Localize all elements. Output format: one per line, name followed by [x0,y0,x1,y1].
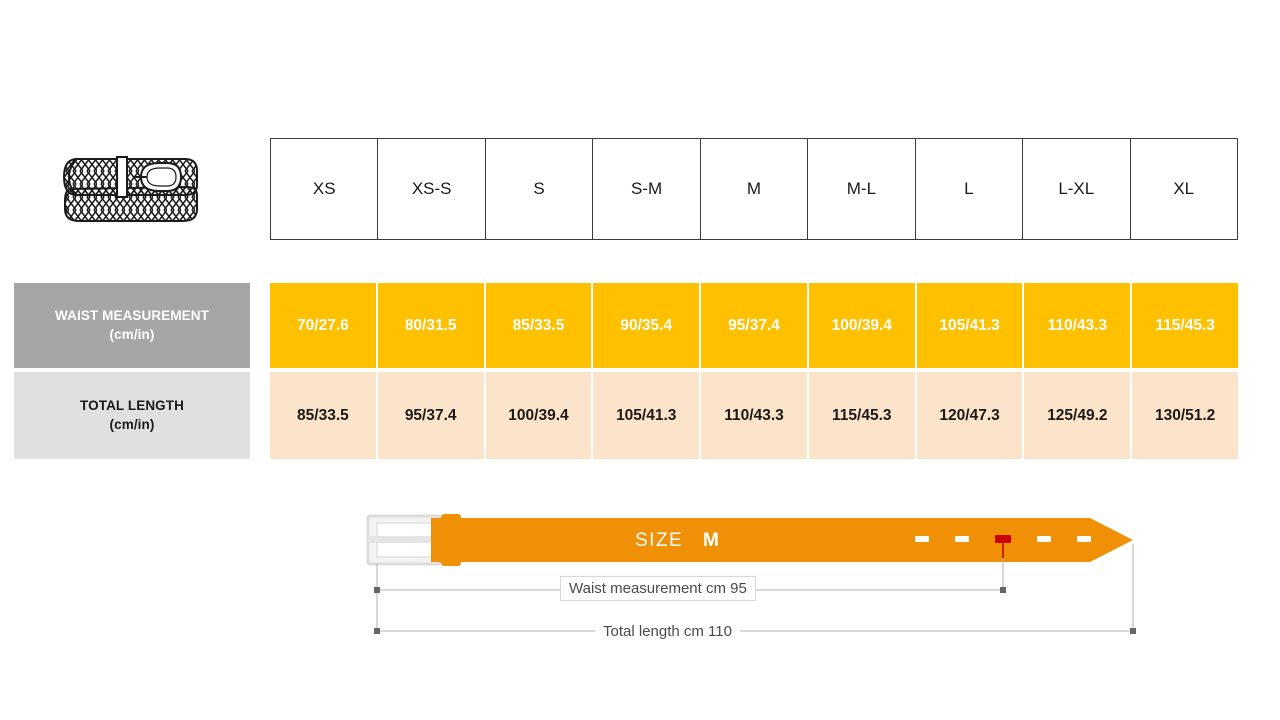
total-length-value-l: 120/47.3 [916,372,1025,459]
size-header-cell-xs-s: XS-S [377,138,486,240]
waist-value-xs-s: 80/31.5 [377,283,486,368]
total-length-label-unit: (cm/in) [109,416,155,432]
belt-size-word: SIZE [635,530,684,551]
size-header-cell-m: M [699,138,809,240]
waist-label-unit: (cm/in) [109,326,155,342]
size-header-cell-xl: XL [1129,138,1238,240]
belt-hole-2 [955,536,969,542]
waist-value-cells: 70/27.6 80/31.5 85/33.5 90/35.4 95/37.4 … [270,283,1239,368]
total-length-value-m-l: 115/45.3 [808,372,917,459]
total-length-value-xl: 130/51.2 [1132,372,1239,459]
total-length-value-xs-s: 95/37.4 [377,372,486,459]
waist-value-s-m: 90/35.4 [593,283,702,368]
waist-value-m: 95/37.4 [701,283,809,368]
belt-diagram-svg [366,514,1136,634]
size-header-cell-s: S [484,138,594,240]
total-length-dimension-label: Total length cm 110 [595,620,740,643]
length-dim-tick-left [374,628,380,634]
size-header-cell-l: L [914,138,1024,240]
waist-dimension-label: Waist measurement cm 95 [560,576,756,601]
belt-hole-5 [1077,536,1091,542]
waist-value-l: 105/41.3 [916,283,1025,368]
size-header-cell-xs: XS [269,138,379,240]
size-header-cell-m-l: M-L [807,138,916,240]
size-header-table: XS XS-S S S-M M M-L L L-XL XL [269,138,1238,240]
braided-belt-illustration [62,156,198,222]
waist-value-xs: 70/27.6 [270,283,378,368]
total-length-value-m: 110/43.3 [701,372,809,459]
waist-value-xl: 115/45.3 [1132,283,1239,368]
total-length-value-cells: 85/33.5 95/37.4 100/39.4 105/41.3 110/43… [270,372,1239,459]
waist-value-s: 85/33.5 [485,283,594,368]
total-length-value-l-xl: 125/49.2 [1024,372,1133,459]
length-dim-tick-right [1130,628,1136,634]
belt-size-value: M [703,530,719,551]
belt-buckle-icon [366,514,448,566]
waist-measurement-row: WAIST MEASUREMENT (cm/in) 70/27.6 80/31.… [14,283,1239,368]
waist-value-m-l: 100/39.4 [808,283,917,368]
braided-belt-icon [55,145,215,235]
waist-label-title: WAIST MEASUREMENT [55,308,209,324]
total-length-value-s-m: 105/41.3 [593,372,702,459]
total-length-row: TOTAL LENGTH (cm/in) 85/33.5 95/37.4 100… [14,372,1239,459]
size-header-cell-l-xl: L-XL [1022,138,1131,240]
belt-strap [431,518,1133,562]
belt-hole-1 [915,536,929,542]
waist-dim-tick-right [1000,587,1006,593]
waist-dim-tick-left [374,587,380,593]
total-length-value-xs: 85/33.5 [270,372,378,459]
waist-measurement-label: WAIST MEASUREMENT (cm/in) [14,283,250,368]
size-header-row: XS XS-S S S-M M M-L L L-XL XL [269,138,1238,240]
total-length-label: TOTAL LENGTH (cm/in) [14,372,250,459]
belt-diagram-labels: SIZE M Waist measurement cm 95 Total len… [355,498,1155,648]
belt-hole-4 [1037,536,1051,542]
belt-hole-3-highlighted [995,535,1011,543]
total-length-value-s: 100/39.4 [485,372,594,459]
size-header-cell-s-m: S-M [592,138,701,240]
belt-dimension-diagram [355,498,1155,648]
total-length-label-title: TOTAL LENGTH [80,398,184,414]
waist-value-l-xl: 110/43.3 [1024,283,1133,368]
